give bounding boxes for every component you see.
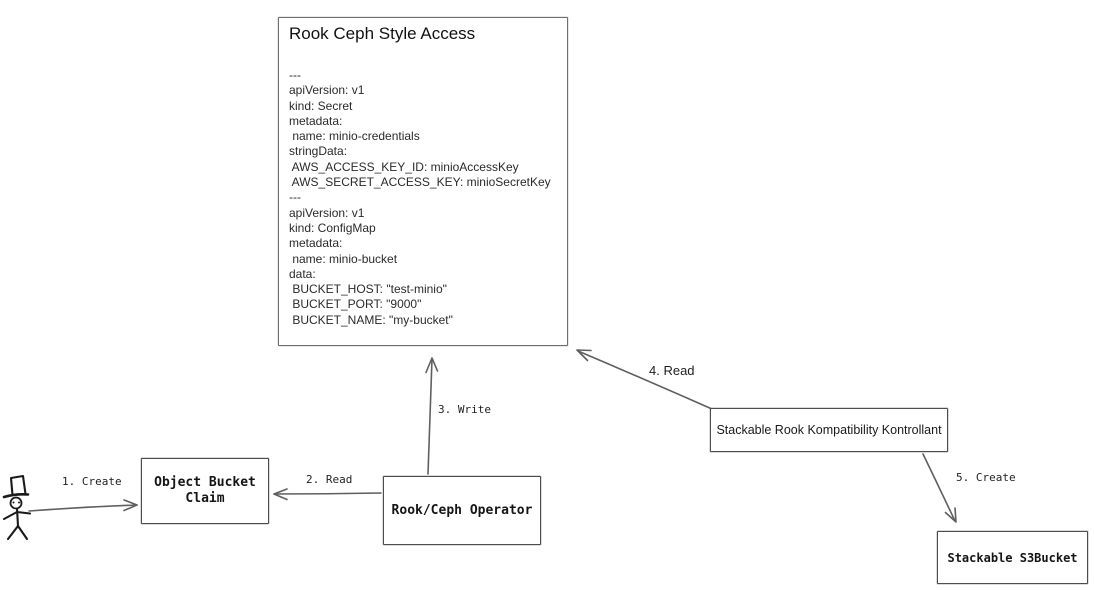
object-bucket-claim-label: Object Bucket Claim bbox=[154, 475, 256, 506]
rook-ceph-style-access-box: Rook Ceph Style Access --- apiVersion: v… bbox=[278, 17, 568, 346]
main-box-title: Rook Ceph Style Access bbox=[289, 24, 476, 43]
object-bucket-claim-box: Object Bucket Claim bbox=[141, 458, 269, 524]
arrow-label-read-obc: 2. Read bbox=[306, 473, 353, 486]
stackable-s3bucket-box: Stackable S3Bucket bbox=[937, 531, 1088, 584]
rook-ceph-operator-box: Rook/Ceph Operator bbox=[383, 476, 541, 545]
arrow-label-read-secret: 4. Read bbox=[649, 363, 695, 378]
arrow-label-create-s3bucket: 5. Create bbox=[956, 471, 1016, 484]
stackable-kontrollant-label: Stackable Rook Kompatibility Kontrollant bbox=[716, 423, 942, 437]
actor-icon bbox=[2, 474, 32, 541]
arrow-label-write-secret: 3. Write bbox=[438, 403, 491, 416]
stackable-kontrollant-box: Stackable Rook Kompatibility Kontrollant bbox=[710, 408, 948, 452]
stackable-s3bucket-label: Stackable S3Bucket bbox=[947, 550, 1078, 565]
arrow-read-secret bbox=[576, 349, 713, 410]
rook-ceph-operator-label: Rook/Ceph Operator bbox=[391, 502, 533, 518]
arrow-create-obc bbox=[28, 499, 138, 512]
arrow-create-s3bucket bbox=[922, 453, 957, 523]
yaml-manifest-text: --- apiVersion: v1 kind: Secret metadata… bbox=[289, 68, 551, 327]
arrow-read-obc bbox=[273, 488, 382, 501]
arrow-label-create-obc: 1. Create bbox=[62, 475, 122, 488]
arrow-write-secret bbox=[425, 357, 439, 475]
